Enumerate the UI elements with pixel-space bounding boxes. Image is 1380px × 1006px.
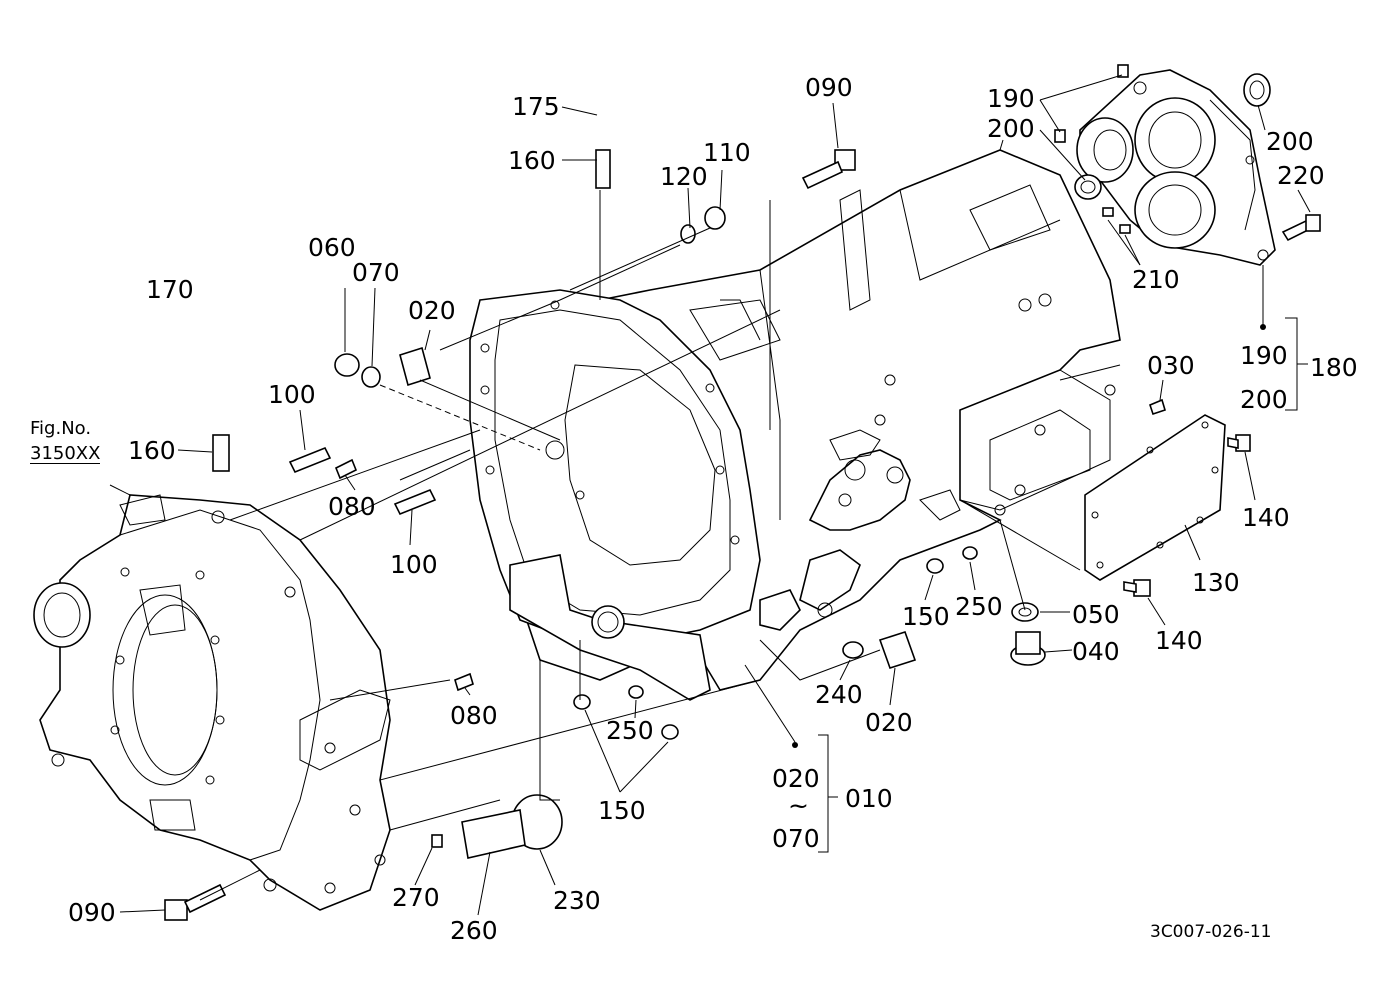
callout-110: 110	[703, 138, 751, 167]
callout-040: 040	[1072, 637, 1120, 666]
callout-140-lower: 140	[1155, 626, 1203, 655]
callout-270: 270	[392, 883, 440, 912]
callout-130: 130	[1192, 568, 1240, 597]
callout-250-right: 250	[955, 592, 1003, 621]
guide-lines	[109, 74, 1311, 916]
callout-020-lower: 020	[865, 708, 913, 737]
callout-020-top: 020	[408, 296, 456, 325]
drain-plug	[1010, 602, 1046, 666]
callout-160-breather-left: 160	[128, 436, 176, 465]
callout-200-group: 200	[1240, 385, 1288, 414]
callout-060: 060	[308, 233, 356, 262]
callout-100-lower: 100	[390, 550, 438, 579]
callout-250-lower: 250	[606, 716, 654, 745]
axle-support	[1054, 64, 1321, 266]
callout-010: 010	[845, 784, 893, 813]
callout-100-upper: 100	[268, 380, 316, 409]
callout-090-top: 090	[805, 73, 853, 102]
figure-ref-text1: Fig.No.	[30, 418, 92, 439]
front-housing	[33, 494, 391, 911]
bell-housing	[469, 289, 761, 701]
callout-240: 240	[815, 680, 863, 709]
callout-220: 220	[1277, 161, 1325, 190]
linkage-plate	[759, 429, 961, 631]
callout-180: 180	[1310, 353, 1358, 382]
callout-190-top: 190	[987, 84, 1035, 113]
callout-230: 230	[553, 886, 601, 915]
breather-pipes	[50, 62, 656, 472]
figure-ref-text2: 3150XX	[30, 443, 101, 464]
callout-260: 260	[450, 916, 498, 945]
callout-070-range-end: 070	[772, 824, 820, 853]
callout-120: 120	[660, 162, 708, 191]
callout-170: 170	[146, 275, 194, 304]
callout-160-breather-top: 160	[508, 146, 556, 175]
cover-plate	[1084, 414, 1251, 597]
callout-090-bottom: 090	[68, 898, 116, 927]
hardware	[164, 149, 1166, 921]
callout-070-top: 070	[352, 258, 400, 287]
callout-175: 175	[512, 92, 560, 121]
callout-140-upper: 140	[1242, 503, 1290, 532]
callout-190-group: 190	[1240, 341, 1288, 370]
figure-ref-line1: Fig.No.	[30, 413, 91, 438]
callout-150-lower: 150	[598, 796, 646, 825]
callout-020-range-start: 020	[772, 764, 820, 793]
callout-050: 050	[1072, 600, 1120, 629]
figure-code: 3C007-026-11	[1150, 922, 1272, 942]
callout-080-lower: 080	[450, 701, 498, 730]
callout-200-left: 200	[987, 114, 1035, 143]
callout-210: 210	[1132, 265, 1180, 294]
callout-200-right: 200	[1266, 127, 1314, 156]
callout-030: 030	[1147, 351, 1195, 380]
figure-ref-line2: 3150XX	[30, 438, 101, 464]
range-tilde: ~	[788, 791, 809, 820]
callout-080-upper: 080	[328, 492, 376, 521]
callout-150-right: 150	[902, 602, 950, 631]
